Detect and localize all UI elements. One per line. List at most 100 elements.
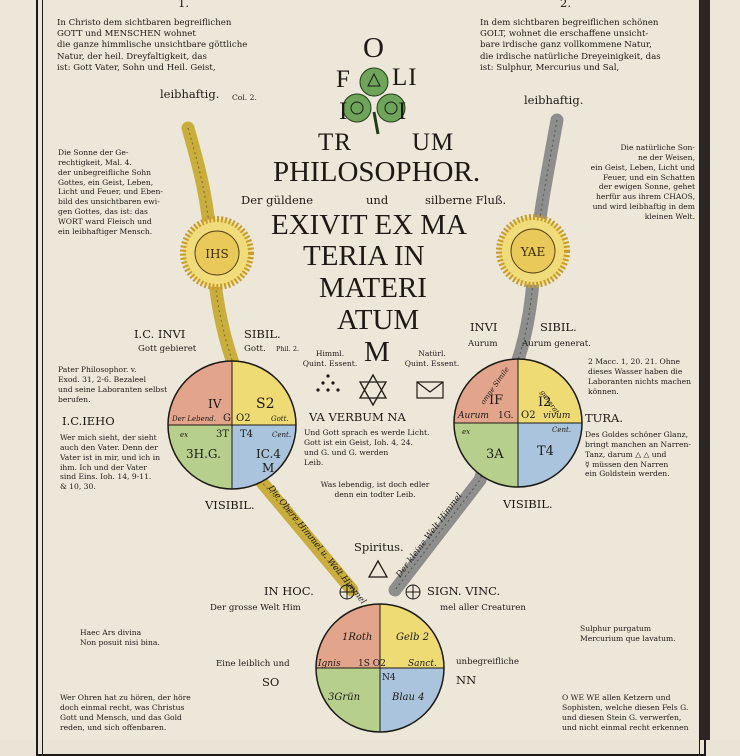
left-leibhaftig: leibhaftig. <box>160 87 220 101</box>
left-visibil: VISIBIL. <box>205 498 255 512</box>
left-title-b: SIBIL. <box>244 327 281 341</box>
title-i: I <box>339 98 349 125</box>
title-teria: TERIA IN <box>303 240 425 272</box>
so-label: SO <box>262 675 280 689</box>
fluss-c: silberne Fluß. <box>425 193 507 207</box>
left-sun <box>180 216 254 290</box>
left-t-b: T4 <box>240 429 253 440</box>
right-vivum: vivum <box>543 411 570 421</box>
title-m: M <box>364 336 390 368</box>
left-sun-text: Die Sonne der Ge- rechtigkeit, Mal. 4. d… <box>58 148 163 236</box>
right-goldes: Des Goldes schöner Glanz, bringt manchen… <box>585 430 691 479</box>
eine-leiblich: Eine leiblich und <box>216 659 290 669</box>
unbegreifliche: unbegreifliche <box>456 657 520 667</box>
right-macc: 2 Macc. 1, 20. 21. Ohne dieses Wasser ha… <box>588 357 691 396</box>
svg-text:M.: M. <box>262 461 278 475</box>
himml-label: Himml. Quint. Essent. <box>302 349 358 368</box>
fluss-a: Der güldene <box>241 193 314 207</box>
page-edge <box>700 0 710 740</box>
und-gott: Und Gott sprach es werde Licht. Gott ist… <box>304 428 430 467</box>
spiritus-label: Spiritus. <box>354 540 404 554</box>
right-number: 2. <box>560 0 571 10</box>
left-circle <box>167 360 297 490</box>
clover <box>342 67 406 135</box>
sign-vinc: SIGN. VINC. <box>427 584 501 598</box>
title-exivit: EXIVIT EX MA <box>271 209 467 241</box>
right-sun-label: YAE <box>520 245 545 259</box>
triangle-dots-symbol <box>316 374 340 392</box>
hexagram-symbol <box>358 373 388 407</box>
bottom-circle <box>315 603 445 733</box>
bottom-center: 1S O2 <box>358 659 386 669</box>
title-o: O <box>363 32 384 64</box>
right-sulphur: Sulphur purgatum Mercurium que lavatum. <box>580 624 676 643</box>
left-sun-label: IHS <box>205 247 228 261</box>
right-intro: In dem sichtbaren begreiflichen schönen … <box>480 18 661 73</box>
left-q2b: Gott. <box>271 415 289 423</box>
left-q3: 3H.G. <box>186 447 221 461</box>
left-cent: Cent. <box>272 431 291 439</box>
nn-label: NN <box>456 673 477 687</box>
left-intro: In Christo dem sichtbaren begreiflichen … <box>57 18 248 73</box>
cross-circle-right <box>405 584 421 600</box>
left-center-a: G <box>223 413 231 424</box>
bottom-q2: Gelb 2 <box>396 632 429 643</box>
was-lebendig: Was lebendig, ist doch edler denn ein to… <box>320 480 430 499</box>
title-li: LI <box>392 64 418 91</box>
title-f: F <box>336 66 351 93</box>
left-ref: Col. 2. <box>232 93 257 102</box>
left-haec: Haec Ars divina Non posuit nisi bina. <box>80 628 160 647</box>
diagram-graphics: Die Obere Himmel u. Welt Himmel Der klei… <box>167 67 583 733</box>
right-center-a: 1G. <box>498 411 514 421</box>
right-q2: I2 <box>538 395 551 410</box>
right-visibil: VISIBIL. <box>503 497 553 511</box>
title-atum: ATUM <box>337 304 420 336</box>
right-cent: Cent. <box>552 426 571 434</box>
right-leibhaftig: leibhaftig. <box>524 93 584 107</box>
right-sun-text: Die natürliche Son- ne der Weisen, ein G… <box>590 143 695 222</box>
right-sun <box>496 214 570 288</box>
grosse-welt: Der grosse Welt Him <box>210 603 301 613</box>
left-sub-a: Gott gebieret <box>138 344 197 354</box>
left-wer-ohren: Wer Ohren hat zu hören, der höre doch ei… <box>60 693 191 732</box>
bottom-sanct: Sanct. <box>408 659 437 669</box>
right-circle <box>453 358 583 488</box>
left-sub-b: Gott. <box>244 344 266 354</box>
left-word: Der Lebend. <box>171 415 216 423</box>
right-owe: O WE WE allen Ketzern und Sophisten, wel… <box>562 693 689 732</box>
left-ex: ex <box>180 431 188 439</box>
spiritus-triangle <box>367 559 389 578</box>
bottom-q3: 3Grün <box>328 692 360 703</box>
envelope-symbol <box>416 381 444 399</box>
left-q4: IC.4 <box>256 447 281 461</box>
left-pater: Pater Philosophor. v. Exod. 31, 2-6. Bez… <box>58 365 168 404</box>
va-verbum: VA VERBUM NA <box>309 410 406 424</box>
in-hoc: IN HOC. <box>264 584 314 598</box>
aller-creaturen: mel aller Creaturen <box>440 603 526 613</box>
bottom-q1: 1Roth <box>342 632 372 643</box>
title-um: UM <box>412 129 455 156</box>
right-q4: T4 <box>537 444 554 459</box>
left-center-b: O2 <box>236 413 251 424</box>
bottom-q4: Blau 4 <box>391 692 425 703</box>
cross-circle-left <box>339 584 355 600</box>
left-t-a: 3T <box>216 429 229 440</box>
right-sub-a: Aurum <box>468 339 498 349</box>
right-sub-b: Aurum generat. <box>522 339 591 349</box>
left-ref-phil: Phil. 2. <box>276 345 300 353</box>
engraving-page: Die Obere Himmel u. Welt Himmel Der klei… <box>36 0 710 756</box>
left-q2: S2 <box>256 396 275 412</box>
title-i2: I <box>398 98 408 125</box>
title-philosophor: PHILOSOPHOR. <box>273 156 481 188</box>
bottom-ignis: Ignis <box>317 659 341 669</box>
right-center-b: O2 <box>521 410 536 421</box>
left-jeho: I.C.IEHO <box>62 414 115 428</box>
title-materi: MATERI <box>319 272 427 304</box>
left-wer-mich: Wer mich sieht, der sieht auch den Vater… <box>60 433 161 492</box>
river-right-text: Der kleine Welt Himmel <box>394 491 465 581</box>
right-title-b: SIBIL. <box>540 320 577 334</box>
right-aurum: Aurum <box>457 411 489 421</box>
left-title-a: I.C. INVI <box>134 327 186 341</box>
right-tura: TURA. <box>585 411 623 425</box>
right-ex: ex <box>462 428 470 436</box>
